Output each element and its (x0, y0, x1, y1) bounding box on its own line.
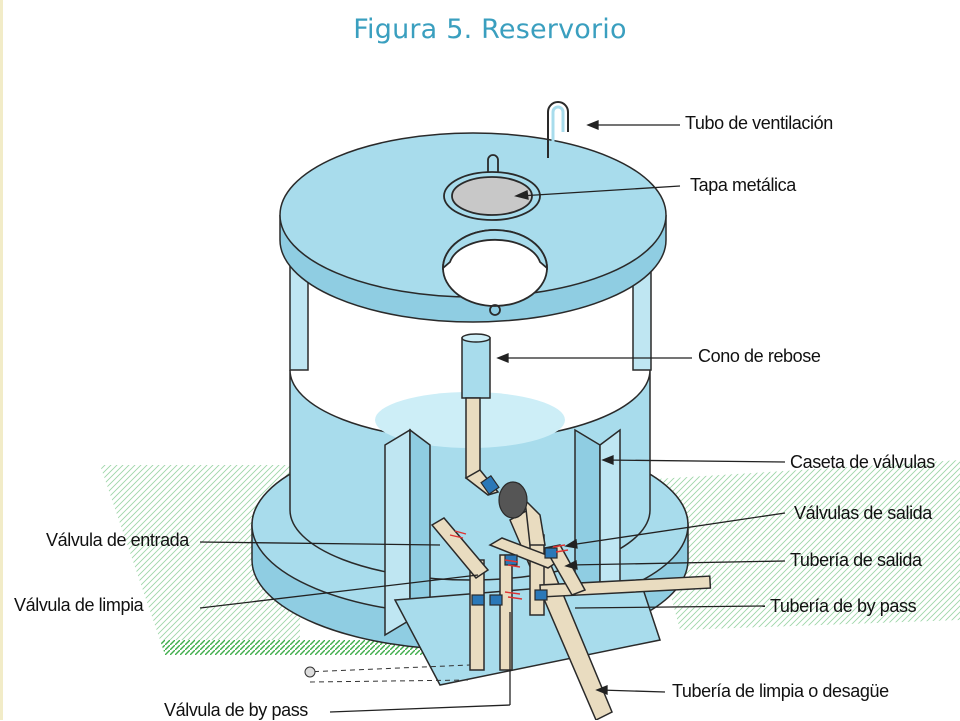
overflow-cone (461, 333, 500, 496)
page-edge (0, 0, 3, 720)
label-tuberia-salida: Tubería de salida (790, 550, 922, 570)
label-tuberia-limpia-desague: Tubería de limpia o desagüe (672, 681, 889, 701)
leader-lines (199, 120, 786, 713)
label-valvula-limpia: Válvula de limpia (14, 595, 144, 615)
ventilation-tube (547, 101, 569, 158)
pipes (430, 497, 712, 720)
label-valvula-entrada: Válvula de entrada (46, 530, 189, 550)
valve-markers (449, 530, 569, 600)
label-valvulas-salida: Válvulas de salida (794, 503, 932, 523)
figure-title: Figura 5. Reservorio (353, 14, 627, 45)
open-hatch (442, 229, 548, 316)
metal-lid (443, 154, 541, 221)
label-tuberia-bypass: Tubería de by pass (770, 596, 917, 616)
valves (471, 474, 558, 606)
label-valvula-bypass: Válvula de by pass (164, 700, 308, 720)
label-tubo-ventilacion: Tubo de ventilación (685, 113, 833, 133)
label-tapa-metalica: Tapa metálica (690, 175, 796, 195)
label-caseta-valvulas: Caseta de válvulas (790, 452, 935, 472)
drain-dash (304, 664, 471, 683)
ground-terrain (100, 460, 960, 655)
label-cono-rebose: Cono de rebose (698, 346, 821, 366)
